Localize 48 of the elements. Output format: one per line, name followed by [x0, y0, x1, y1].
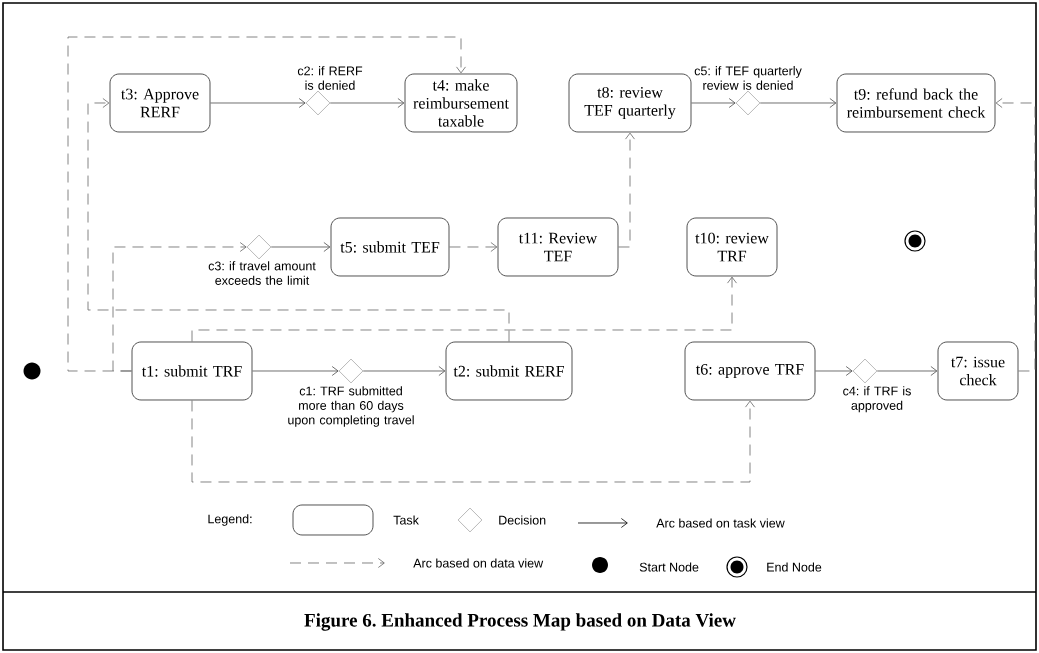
task-box: t7: issue check [937, 341, 1019, 401]
arrow [618, 132, 635, 248]
task-box: t9: refund back the reimbursement check [836, 73, 996, 133]
task-box: t4: make reimbursement taxable [404, 73, 518, 133]
end-node [904, 230, 926, 252]
legend-item: Arc based on task view [577, 518, 785, 528]
arrow [759, 98, 837, 108]
decision-diamond [852, 358, 878, 384]
arrow [112, 242, 247, 372]
decision-diamond [305, 90, 331, 116]
condition-label: c3: if travel amount exceeds the limit [208, 261, 316, 285]
task-box: t6: approve TRF [684, 341, 816, 401]
arrow [362, 366, 446, 376]
task-box: t1: submit TRF [131, 341, 253, 401]
task-box: t11: Review TEF [497, 217, 619, 277]
arrow [995, 98, 1036, 372]
condition-label: c2: if RERF is denied [297, 66, 363, 90]
arrow [210, 98, 306, 108]
legend-item: Start Node [592, 557, 699, 573]
arrow [876, 366, 938, 376]
arrow [815, 366, 853, 376]
caption: Figure 6. Enhanced Process Map based on Data View [304, 613, 736, 631]
condition-label: c1: TRF submitted more than 60 days upon completing travel [288, 386, 414, 427]
task-box: t8: review TEF quarterly [568, 73, 692, 133]
task-box: t2: submit RERF [445, 341, 573, 401]
decision-diamond [338, 358, 364, 384]
task-box: t5: submit TEF [330, 217, 450, 277]
legend-item: Decision [457, 507, 546, 533]
arrow [87, 98, 510, 342]
decision-diamond [246, 234, 272, 260]
arrow [67, 36, 466, 372]
legend-title: Legend: [208, 514, 252, 526]
condition-label: c4: if TRF is approved [843, 386, 911, 413]
arrow [270, 242, 331, 252]
legend-item: End Node [726, 556, 822, 578]
arrow [691, 98, 736, 108]
decision-diamond [735, 90, 761, 116]
condition-label: c5: if TEF quarterly review is denied [694, 66, 802, 90]
arrow [191, 400, 755, 483]
arrow [252, 366, 339, 376]
legend-item: Arc based on data view [289, 558, 544, 568]
task-box: t10: review TRF [686, 217, 778, 277]
start-node [23, 362, 41, 380]
legend-item: Task [292, 504, 419, 536]
arrow [449, 242, 498, 252]
arrow [329, 98, 405, 108]
task-box: t3: Approve RERF [109, 73, 211, 133]
arrow [191, 276, 737, 342]
